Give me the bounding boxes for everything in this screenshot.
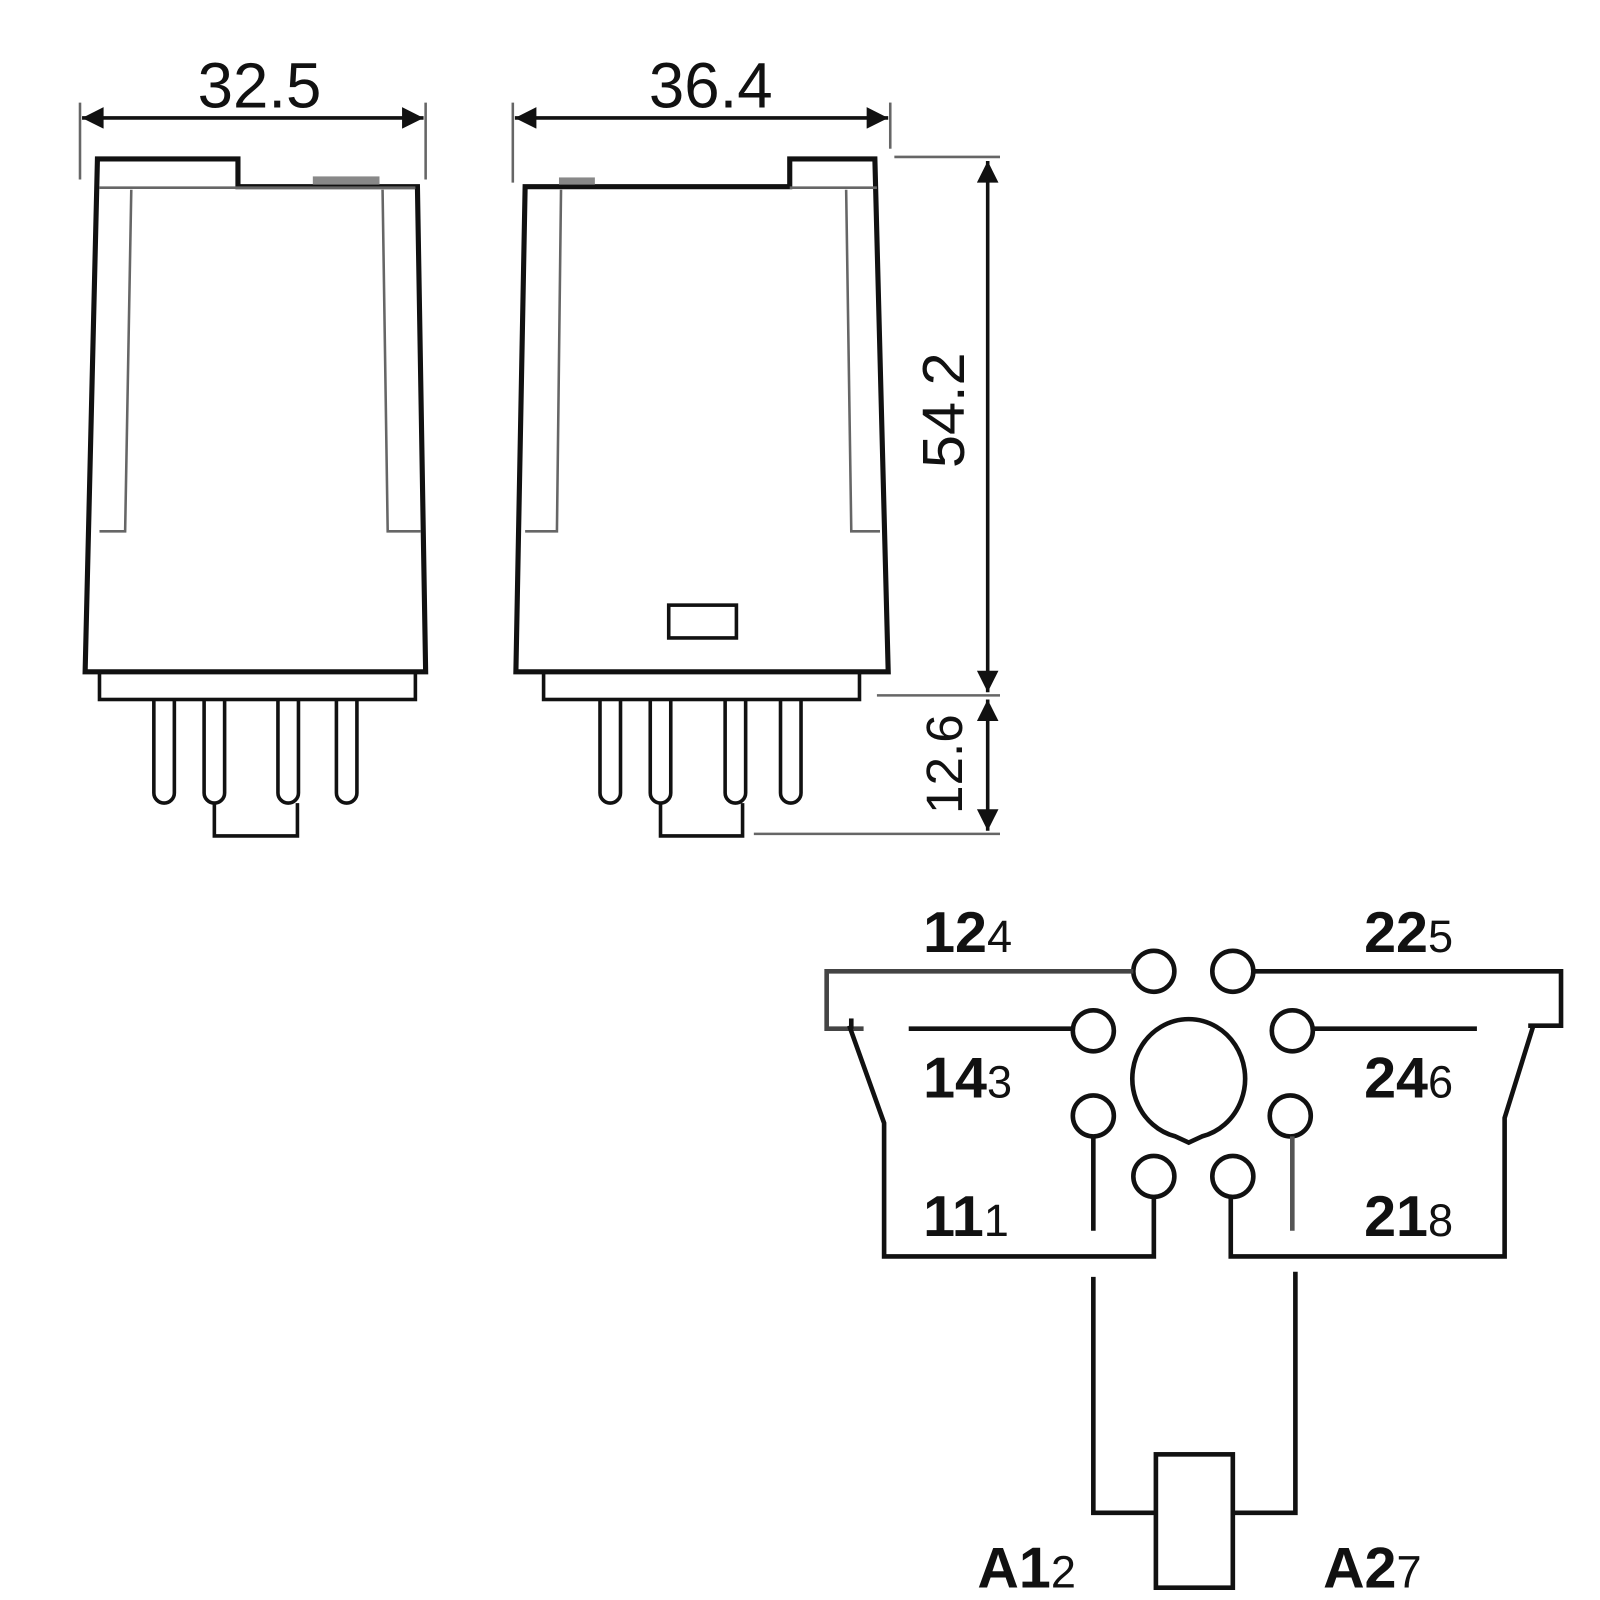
terminal-label-12: 124 bbox=[923, 901, 1012, 965]
terminal-label-22: 225 bbox=[1364, 901, 1453, 965]
socket-key bbox=[1130, 1016, 1248, 1146]
dimension-body-height: 54.2 bbox=[876, 155, 1000, 697]
indicator-window bbox=[666, 603, 739, 640]
coil-symbol bbox=[1153, 1452, 1236, 1590]
terminal-label-11: 111 bbox=[923, 1185, 1009, 1249]
terminal-label-24: 246 bbox=[1364, 1046, 1453, 1110]
terminal-label-a1: A12 bbox=[977, 1537, 1076, 1600]
relay-pins bbox=[152, 699, 359, 838]
terminal-label-14: 143 bbox=[923, 1046, 1012, 1110]
dimension-label: 32.5 bbox=[198, 51, 322, 122]
relay-side-view bbox=[82, 156, 429, 838]
dimension-label: 12.6 bbox=[916, 714, 973, 814]
socket-pins bbox=[1070, 948, 1316, 1200]
dimension-width-side: 32.5 bbox=[78, 51, 427, 180]
dimension-width-front: 36.4 bbox=[511, 51, 892, 183]
terminal-label-a2: A27 bbox=[1323, 1537, 1422, 1600]
dimension-label: 54.2 bbox=[910, 352, 977, 468]
relay-front-view bbox=[513, 156, 891, 838]
wiring-diagram: 124 225 143 246 111 218 A12 A27 bbox=[824, 901, 1564, 1600]
dimension-label: 36.4 bbox=[649, 51, 773, 122]
relay-pins bbox=[598, 699, 803, 838]
dimension-pin-length: 12.6 bbox=[753, 699, 1000, 836]
terminal-label-21: 218 bbox=[1364, 1185, 1453, 1249]
